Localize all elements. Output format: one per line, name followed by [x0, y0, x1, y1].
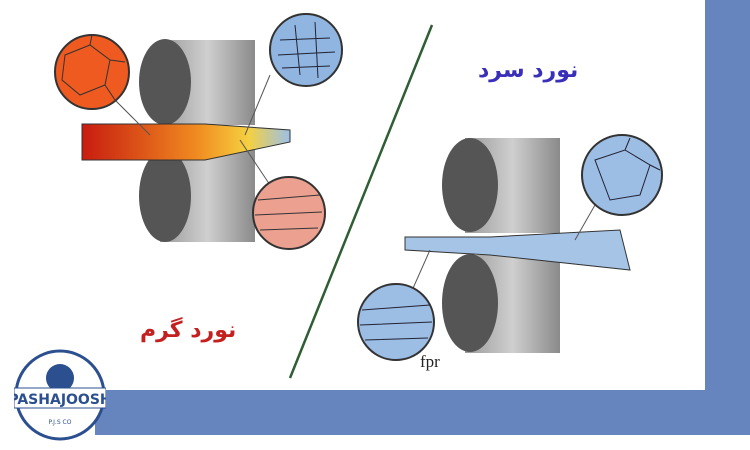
divider-line: [288, 24, 434, 379]
decorative-bar-right: [705, 0, 750, 390]
cold-rolling-diagram: [357, 134, 663, 361]
cold-rolling-label: نورد سرد: [478, 58, 579, 83]
pashajoosh-logo: PASHAJOOSH P.J.S CO: [14, 349, 106, 441]
logo-company: P.J.S CO: [49, 419, 72, 426]
hot-rolling-label: نورد گرم: [140, 318, 237, 343]
hot-rolling-diagram: [54, 13, 343, 250]
watermark-text: fpr: [420, 352, 440, 371]
decorative-bar-bottom: [95, 390, 750, 435]
logo-brand: PASHAJOOSH: [14, 392, 106, 408]
